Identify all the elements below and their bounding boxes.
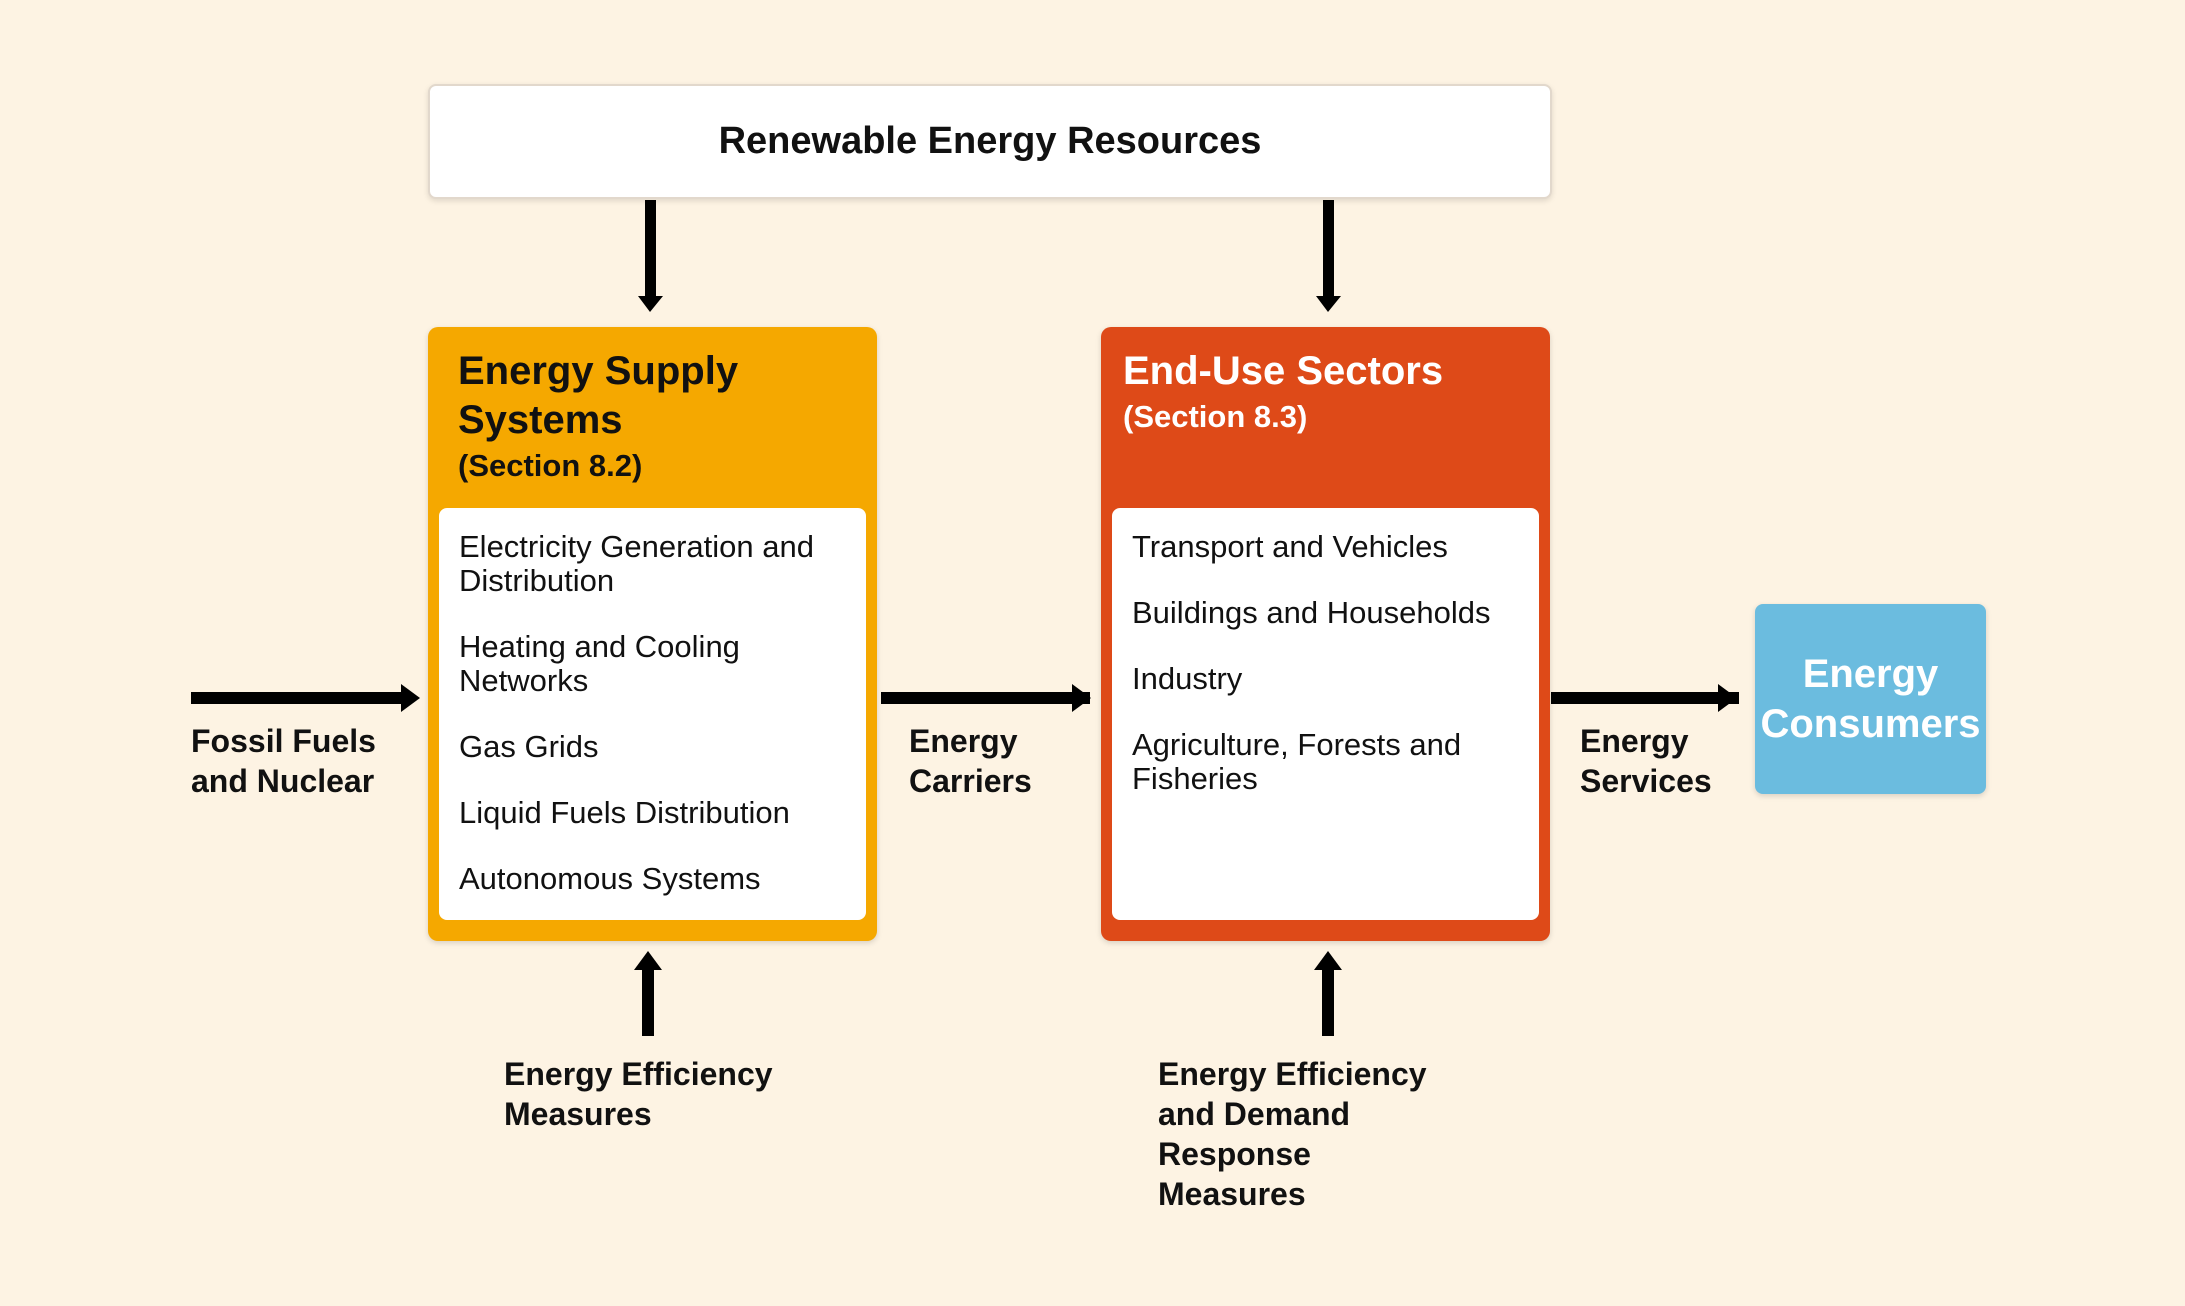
arrow-head-renewable-to-enduse — [1316, 296, 1341, 312]
energy-consumers-label: Energy Consumers — [1760, 652, 1981, 746]
arrow-fossil-to-supply — [191, 692, 401, 704]
arrow-head-renewable-to-supply — [638, 296, 663, 312]
arrow-services — [1551, 692, 1739, 704]
arrow-head-fossil-to-supply — [401, 684, 420, 712]
arrow-carriers — [881, 692, 1090, 704]
end-use-list-box: Transport and Vehicles Buildings and Hou… — [1112, 508, 1539, 920]
energy-services-label: Energy Services — [1580, 723, 1712, 799]
arrow-renewable-to-enduse — [1323, 200, 1334, 296]
energy-supply-list: Electricity Generation and Distribution … — [439, 508, 866, 896]
end-use-list: Transport and Vehicles Buildings and Hou… — [1112, 508, 1539, 796]
list-item: Buildings and Households — [1132, 595, 1491, 630]
arrow-head-services — [1718, 684, 1737, 712]
energy-carriers-label: Energy Carriers — [909, 723, 1032, 799]
arrow-head-efficiency-to-enduse — [1314, 951, 1342, 970]
energy-supply-section: (Section 8.2) — [458, 448, 643, 483]
list-item: Agriculture, Forests and Fisheries — [1132, 727, 1462, 796]
fossil-fuels-label: Fossil Fuels and Nuclear — [191, 723, 376, 799]
efficiency-supply-label: Energy Efficiency Measures — [504, 1056, 773, 1132]
renewable-energy-box: Renewable Energy Resources — [428, 84, 1552, 199]
list-item: Liquid Fuels Distribution — [459, 795, 790, 830]
list-item: Transport and Vehicles — [1132, 529, 1448, 564]
energy-supply-title: Energy Supply Systems — [458, 349, 739, 442]
end-use-title: End-Use Sectors — [1123, 349, 1444, 393]
arrow-efficiency-to-enduse — [1322, 968, 1334, 1036]
arrow-head-carriers — [1072, 684, 1091, 712]
energy-supply-list-box: Electricity Generation and Distribution … — [439, 508, 866, 920]
list-item: Industry — [1132, 661, 1243, 696]
renewable-energy-label: Renewable Energy Resources — [718, 120, 1262, 162]
energy-consumers-box: Energy Consumers — [1755, 604, 1986, 794]
end-use-panel: End-Use Sectors (Section 8.3) Transport … — [1101, 327, 1550, 941]
arrow-renewable-to-supply — [645, 200, 656, 296]
arrow-head-efficiency-to-supply — [634, 951, 662, 970]
list-item: Heating and Cooling Networks — [459, 629, 740, 698]
list-item: Gas Grids — [459, 729, 599, 764]
efficiency-enduse-label: Energy Efficiency and Demand Response Me… — [1158, 1056, 1427, 1212]
list-item: Electricity Generation and Distribution — [459, 529, 814, 598]
end-use-section: (Section 8.3) — [1123, 399, 1308, 434]
arrow-efficiency-to-supply — [642, 968, 654, 1036]
energy-supply-panel: Energy Supply Systems (Section 8.2) Elec… — [428, 327, 877, 941]
list-item: Autonomous Systems — [459, 861, 761, 896]
